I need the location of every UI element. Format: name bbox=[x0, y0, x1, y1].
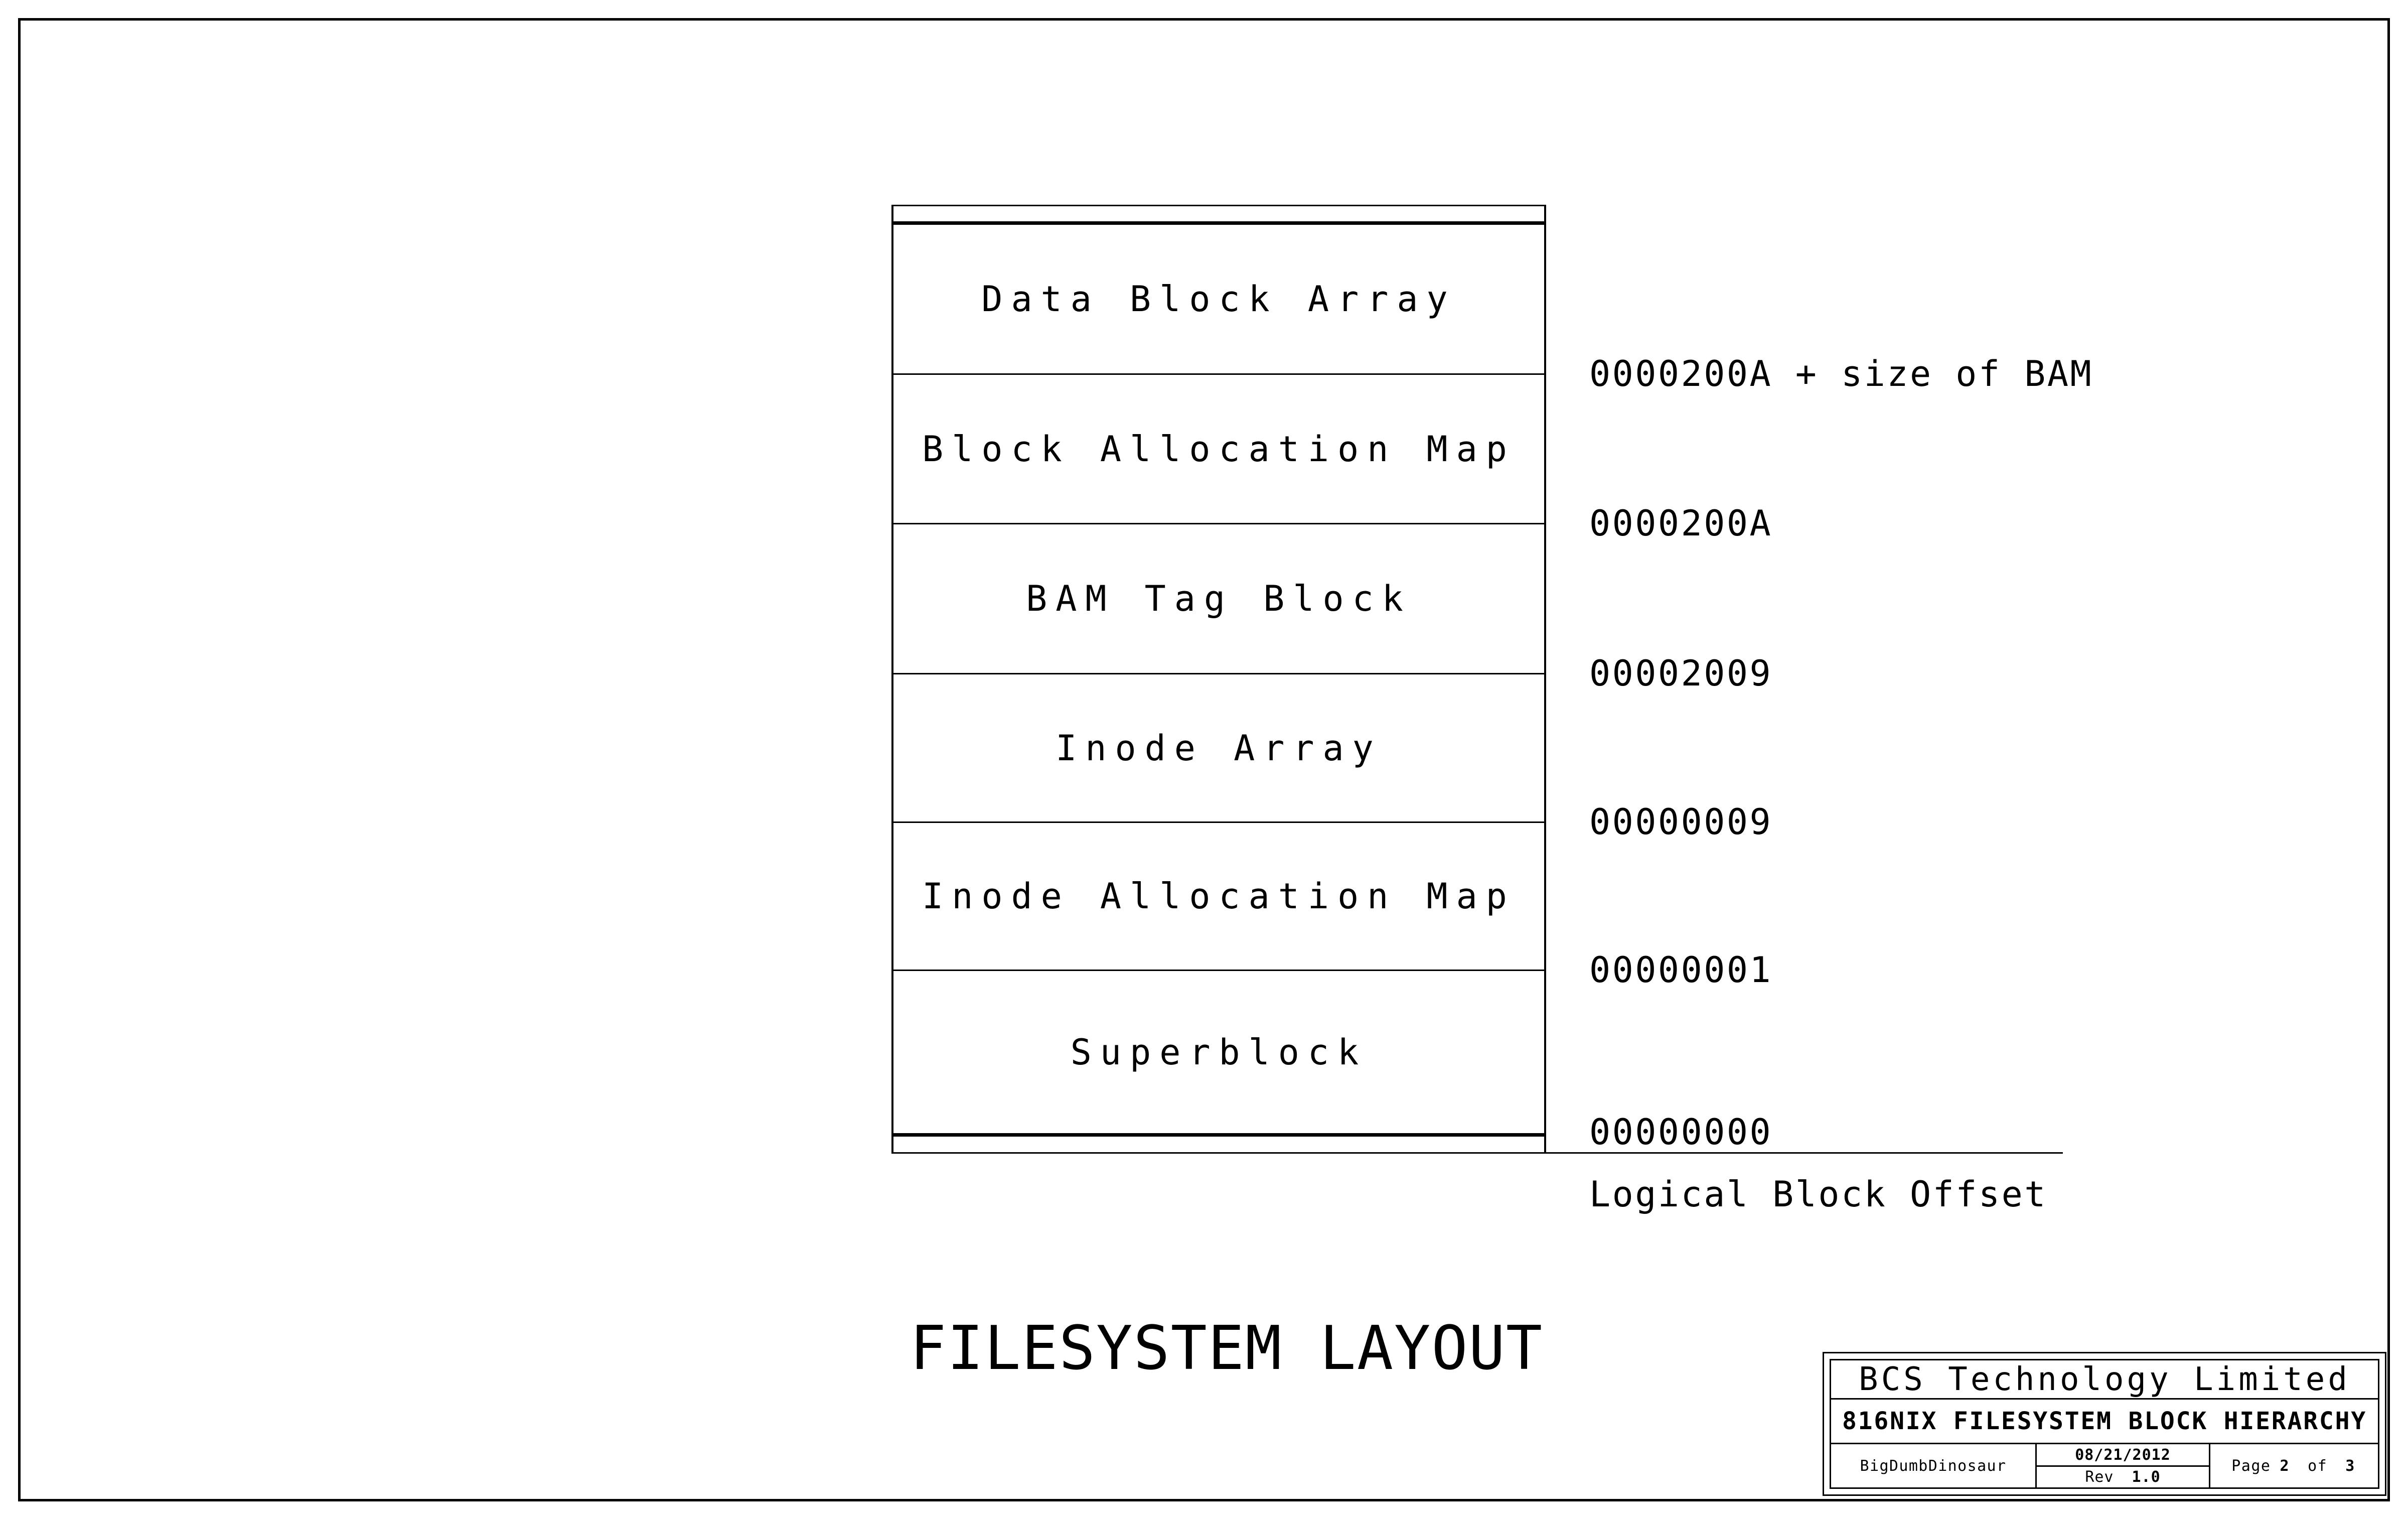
page-total: 3 bbox=[2345, 1457, 2355, 1475]
stack-box-top-inner-line bbox=[891, 221, 1546, 225]
title-block-outer-border bbox=[1823, 1352, 2386, 1496]
revision-cell: Rev 1.0 bbox=[2037, 1467, 2209, 1487]
divider-block-allocation-map bbox=[891, 523, 1546, 524]
block-data-block-array: Data Block Array bbox=[981, 279, 1456, 320]
stack-box-bottom-inner-line bbox=[891, 1133, 1546, 1137]
title-block-col2-divider bbox=[2209, 1444, 2210, 1487]
title-block-row2-divider bbox=[1831, 1443, 2378, 1444]
block-inode-allocation-map: Inode Allocation Map bbox=[922, 876, 1516, 917]
revision-value: 1.0 bbox=[2132, 1468, 2161, 1486]
page-of-label: of bbox=[2308, 1457, 2328, 1475]
divider-data-block-array bbox=[891, 373, 1546, 375]
offset-data-block-array-start: 0000200A + size of BAM bbox=[1589, 353, 2093, 394]
page-current: 2 bbox=[2280, 1457, 2290, 1475]
offset-zero: 00000000 bbox=[1589, 1112, 1773, 1153]
stack-box-top-outer-line bbox=[891, 205, 1546, 206]
block-inode-array: Inode Array bbox=[1056, 727, 1382, 769]
title-block-row1-divider bbox=[1831, 1398, 2378, 1400]
page-label: Page bbox=[2231, 1457, 2271, 1475]
title-block-col1-divider bbox=[2035, 1444, 2037, 1487]
revision-label: Rev bbox=[2085, 1468, 2114, 1486]
title-block-inner-border bbox=[1830, 1359, 2379, 1489]
stack-box-left-edge bbox=[891, 205, 893, 1154]
drawing-name: 816NIX FILESYSTEM BLOCK HIERARCHY bbox=[1842, 1407, 2367, 1435]
drawing-date: 08/21/2012 bbox=[2075, 1446, 2171, 1464]
company-name: BCS Technology Limited bbox=[1859, 1360, 2350, 1398]
author-name: BigDumbDinosaur bbox=[1860, 1457, 2007, 1475]
page-number-cell: Page 2 of 3 bbox=[2210, 1444, 2376, 1487]
divider-inode-allocation-map bbox=[891, 970, 1546, 971]
offset-superblock-start: 00000001 bbox=[1589, 949, 1773, 991]
block-superblock: Superblock bbox=[1070, 1031, 1368, 1073]
stack-box-right-edge bbox=[1544, 205, 1546, 1154]
offset-bam-tag-block-start: 00002009 bbox=[1589, 653, 1773, 694]
block-block-allocation-map: Block Allocation Map bbox=[922, 428, 1516, 470]
divider-inode-array bbox=[891, 821, 1546, 823]
logical-block-offset-label: Logical Block Offset bbox=[1589, 1174, 2047, 1215]
offset-block-allocation-map-start: 0000200A bbox=[1589, 503, 1773, 544]
offset-baseline bbox=[891, 1152, 2063, 1154]
drawing-title: FILESYSTEM LAYOUT bbox=[910, 1314, 1544, 1384]
block-bam-tag-block: BAM Tag Block bbox=[1026, 578, 1412, 619]
sheet-border bbox=[18, 18, 2390, 1501]
date-rev-divider bbox=[2037, 1465, 2209, 1467]
offset-inode-array-start: 00000009 bbox=[1589, 801, 1773, 843]
divider-bam-tag-block bbox=[891, 673, 1546, 674]
